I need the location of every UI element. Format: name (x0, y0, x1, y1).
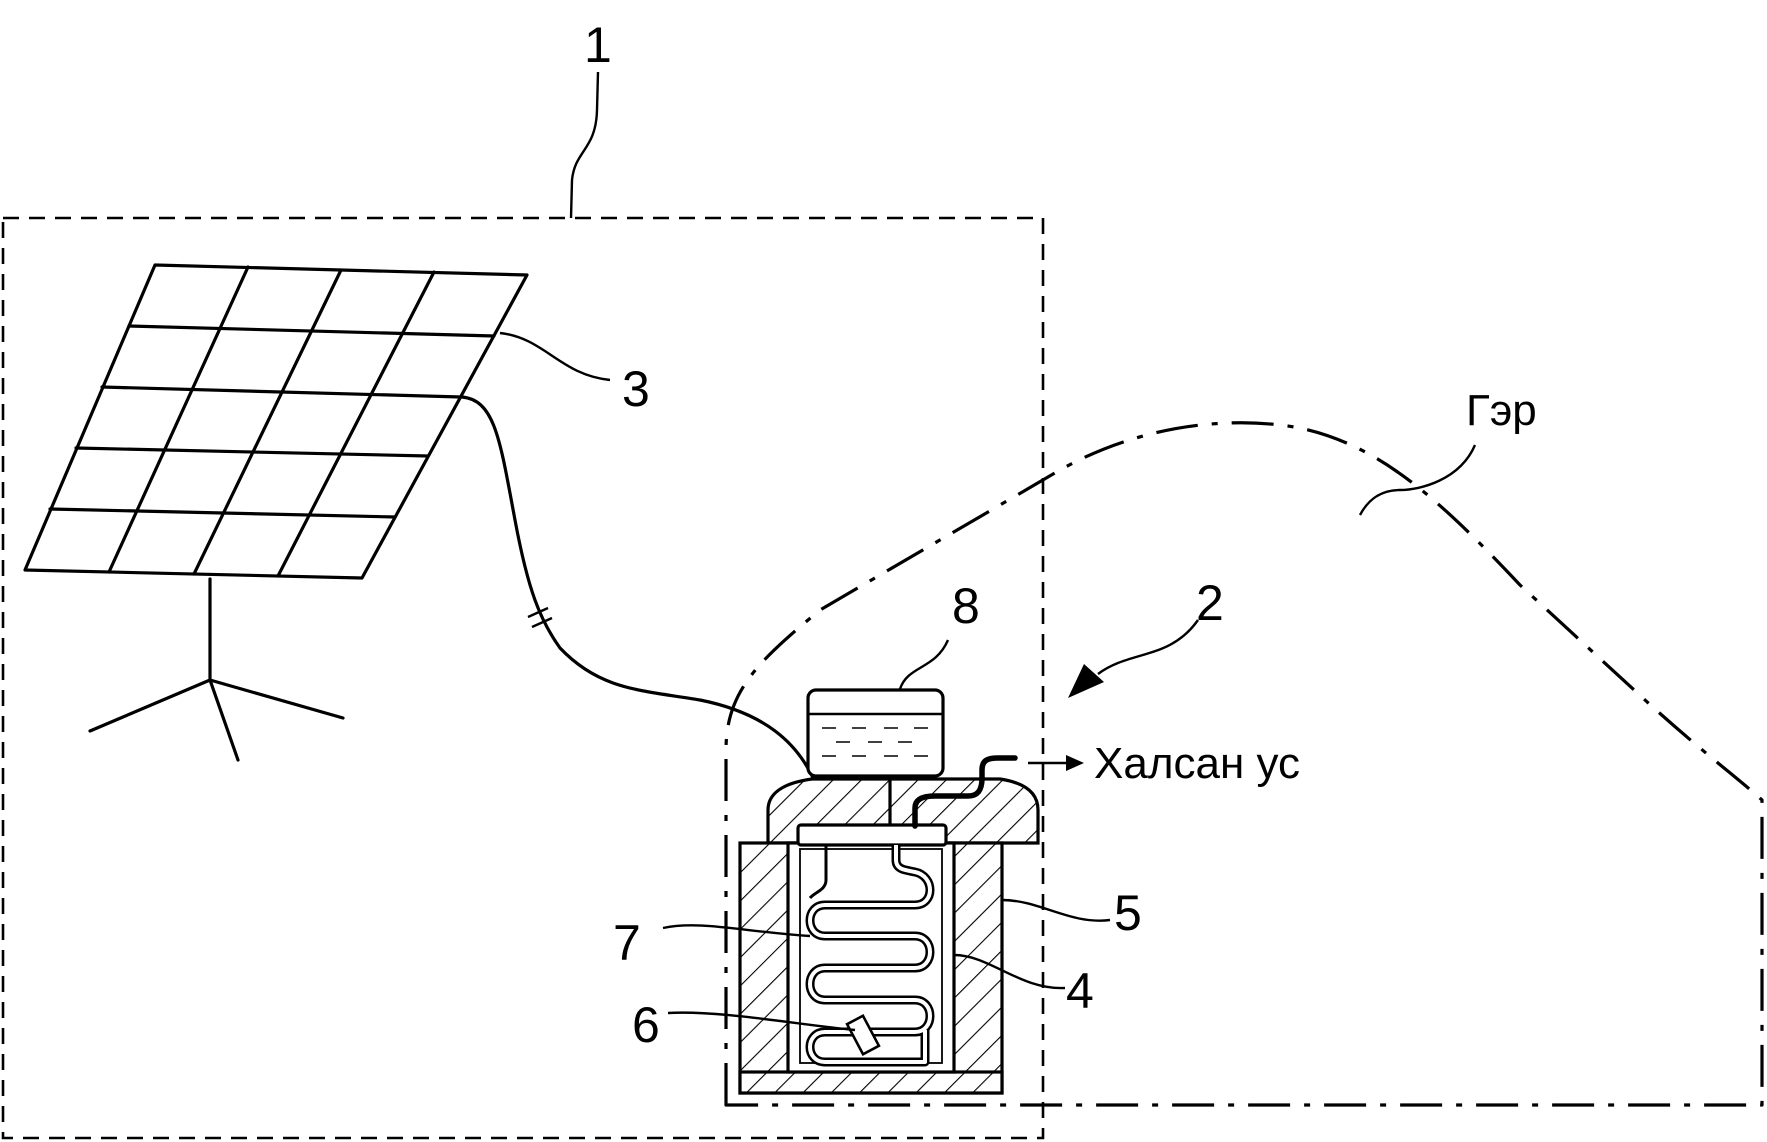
leader-3 (500, 333, 610, 380)
label-hot-water: Халсан ус (1094, 739, 1300, 788)
label-ger: Гэр (1466, 386, 1537, 435)
bottom-plate (740, 1072, 1002, 1093)
leader-2 (1098, 620, 1198, 674)
water-heater-unit (740, 690, 1084, 1093)
leader-5 (1002, 900, 1110, 921)
tank-cover (798, 825, 946, 845)
label-2: 2 (1196, 575, 1224, 631)
label-1: 1 (584, 17, 612, 73)
leader-ger (1360, 445, 1475, 515)
label-4: 4 (1066, 963, 1094, 1019)
reservoir (808, 690, 943, 776)
label-8: 8 (952, 578, 980, 634)
label-5: 5 (1114, 885, 1142, 941)
label-3: 3 (622, 361, 650, 417)
arrow-2-head (1068, 664, 1104, 698)
cable-break-mark (528, 608, 552, 627)
panel-stand (90, 579, 343, 760)
leader-8 (900, 640, 948, 689)
leader-1 (571, 72, 598, 218)
label-7: 7 (613, 915, 641, 971)
solar-panel (25, 265, 527, 578)
label-6: 6 (632, 997, 660, 1053)
